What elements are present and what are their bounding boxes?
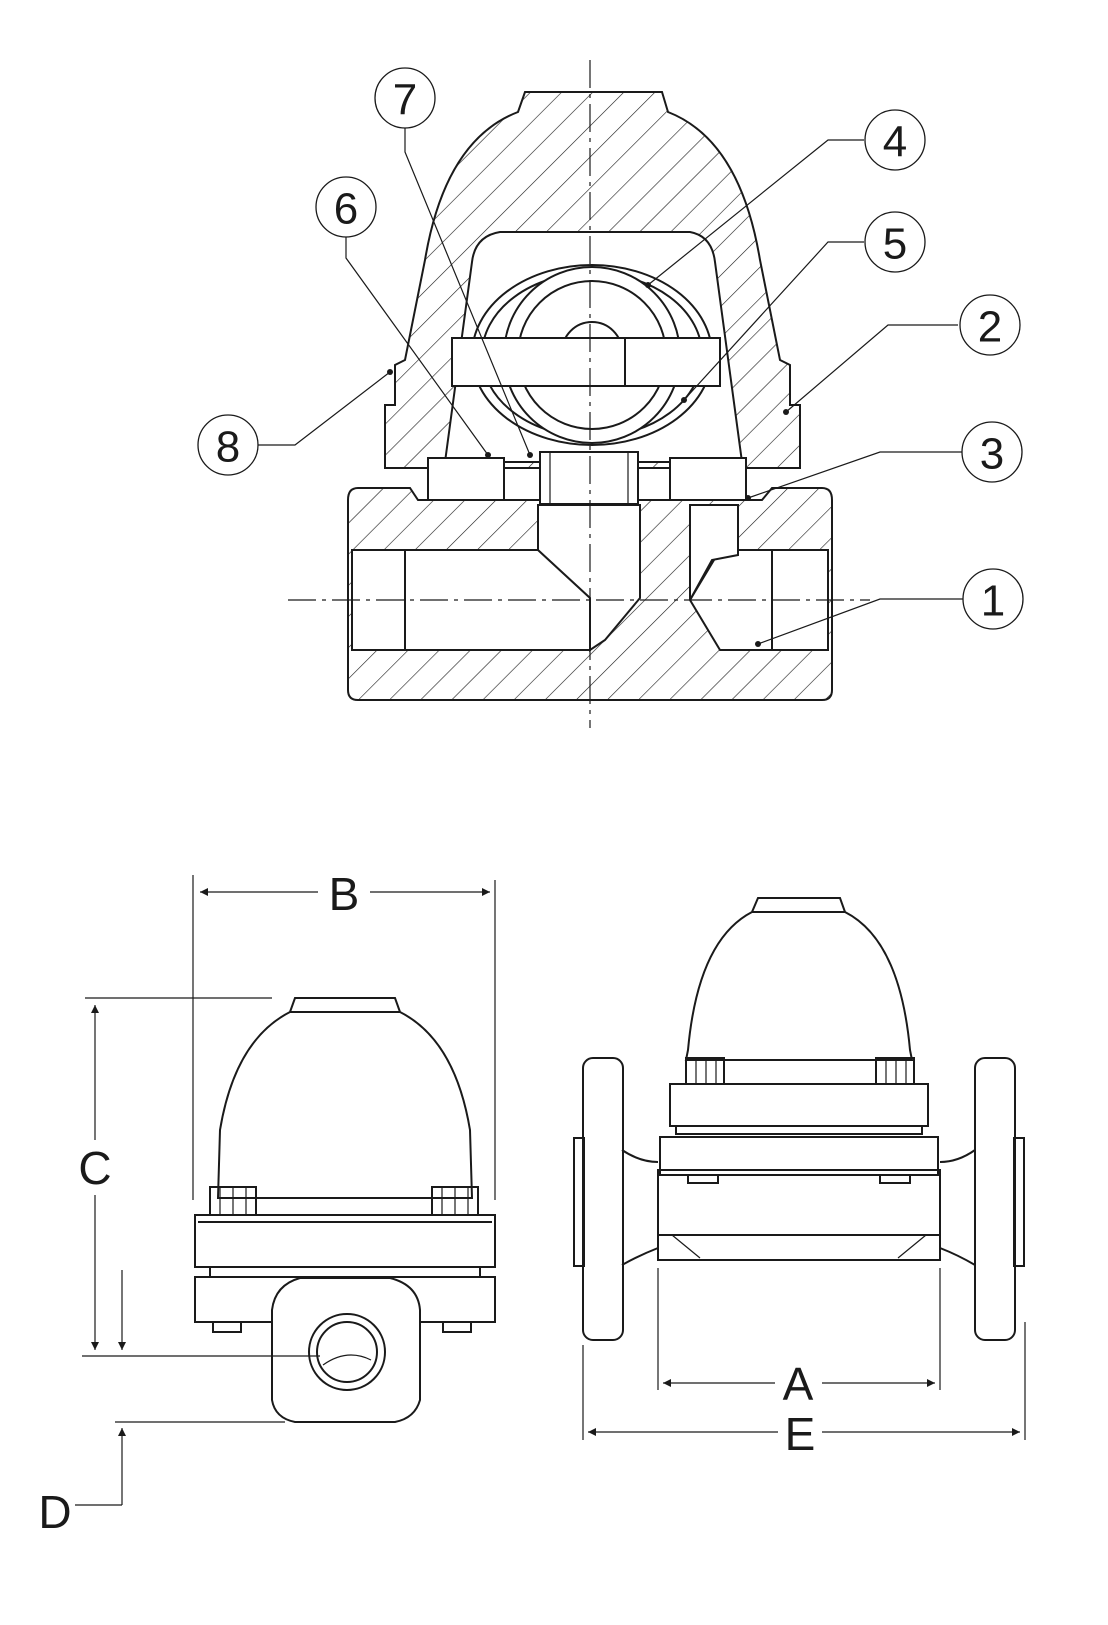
balloon-7-label: 7 [393, 76, 417, 125]
balloon-5: 5 [864, 211, 926, 273]
inlet-passage [537, 504, 641, 652]
balloon-4: 4 [864, 109, 926, 171]
balloon-2: 2 [959, 294, 1021, 356]
balloon-5-label: 5 [883, 220, 907, 269]
nozzle [539, 451, 639, 505]
balloon-7: 7 [374, 67, 436, 129]
float-bar [451, 337, 721, 387]
front-view [573, 897, 1025, 1341]
balloon-2-label: 2 [978, 303, 1002, 352]
balloon-1: 1 [962, 568, 1024, 630]
section-view [288, 60, 870, 728]
dimension-e-label: E [785, 1408, 816, 1460]
dimension-b-label: B [329, 868, 360, 920]
balloon-1-label: 1 [981, 577, 1005, 626]
balloon-6: 6 [315, 176, 377, 238]
balloon-8-label: 8 [216, 423, 240, 472]
leader-lines [258, 128, 963, 647]
balloon-3-label: 3 [980, 430, 1004, 479]
balloon-8: 8 [197, 414, 259, 476]
balloon-3: 3 [961, 421, 1023, 483]
dimension-a-label: A [783, 1358, 814, 1410]
balloon-6-label: 6 [334, 185, 358, 234]
dimension-d-label: D [38, 1486, 71, 1538]
dimension-e: E [582, 1322, 1026, 1460]
dimension-c: C [78, 997, 320, 1357]
dimension-d: D [38, 1270, 285, 1538]
dimension-c-label: C [78, 1142, 111, 1194]
side-view [194, 997, 496, 1423]
dimension-a: A [657, 1268, 941, 1410]
balloon-4-label: 4 [883, 118, 907, 167]
dimension-b: B [192, 868, 496, 1200]
